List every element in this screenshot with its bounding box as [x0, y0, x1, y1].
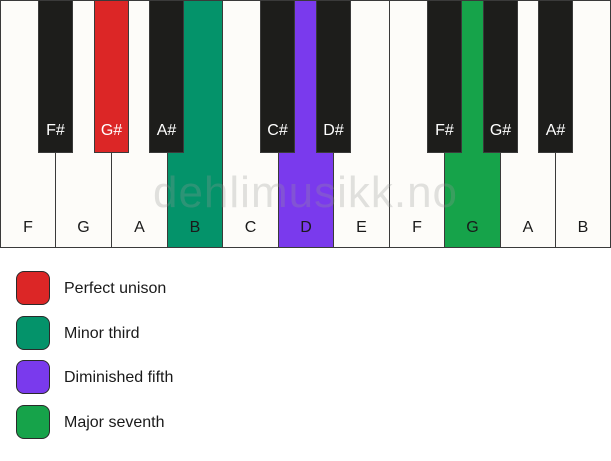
black-key-g-sharp[interactable]: G# [483, 0, 518, 153]
black-key-a-sharp[interactable]: A# [538, 0, 573, 153]
key-label: A [522, 219, 534, 236]
black-key-a-sharp[interactable]: A# [149, 0, 184, 153]
key-label: C [244, 219, 257, 236]
key-label: C# [267, 122, 288, 139]
key-label: F# [46, 122, 65, 139]
key-label: G# [489, 122, 512, 139]
key-label: D [300, 219, 312, 236]
legend-item: Minor third [16, 315, 316, 350]
key-label: G [466, 219, 479, 236]
key-label: E [356, 219, 367, 236]
legend-swatch [16, 315, 50, 350]
key-label: F [412, 219, 422, 236]
black-key-d-sharp[interactable]: D# [316, 0, 351, 153]
legend-label: Minor third [64, 324, 140, 342]
key-label: A# [156, 122, 177, 139]
legend-label: Perfect unison [64, 280, 167, 297]
black-key-g-sharp[interactable]: G# [94, 0, 129, 153]
key-label: B [577, 219, 589, 236]
white-key-c[interactable]: C [222, 0, 279, 248]
legend-swatch [16, 360, 50, 394]
key-label: G# [100, 122, 123, 139]
key-label: A [134, 219, 145, 236]
key-label: B [189, 219, 201, 236]
legend-swatch [16, 271, 50, 305]
legend-swatch [16, 404, 50, 439]
key-label: G [77, 219, 90, 236]
legend-item: Major seventh [16, 404, 316, 439]
black-key-c-sharp[interactable]: C# [260, 0, 295, 153]
key-label: A# [545, 122, 566, 139]
legend-item: Diminished fifth [16, 360, 316, 394]
key-label: F# [435, 122, 454, 139]
legend-label: Diminished fifth [64, 369, 174, 386]
black-key-f-sharp[interactable]: F# [427, 0, 462, 153]
key-label: F [23, 219, 33, 236]
key-label: D# [323, 122, 344, 139]
legend-label: Major seventh [64, 413, 165, 431]
legend-item: Perfect unison [16, 271, 316, 305]
black-key-f-sharp[interactable]: F# [38, 0, 73, 153]
